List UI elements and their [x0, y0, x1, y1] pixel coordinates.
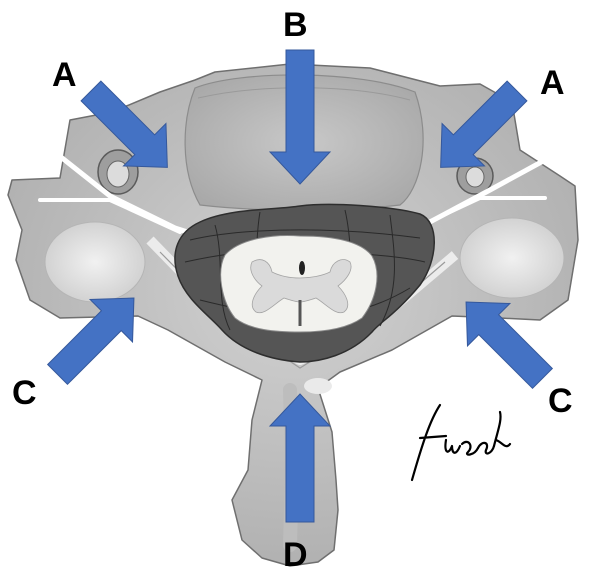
label-c-left: C [12, 374, 37, 412]
label-d: D [283, 536, 308, 574]
central-canal [299, 261, 305, 275]
spinous-process-highlight [304, 378, 332, 394]
vertebral-artery-right [466, 167, 484, 187]
label-a-left: A [52, 56, 77, 94]
articular-pillar-left [45, 222, 145, 302]
label-a-right: A [540, 64, 565, 102]
label-b: B [283, 6, 308, 44]
signature-mark [412, 405, 510, 480]
label-c-right: C [548, 382, 573, 420]
spinal-cord [221, 236, 377, 332]
articular-pillar-right [460, 218, 564, 298]
